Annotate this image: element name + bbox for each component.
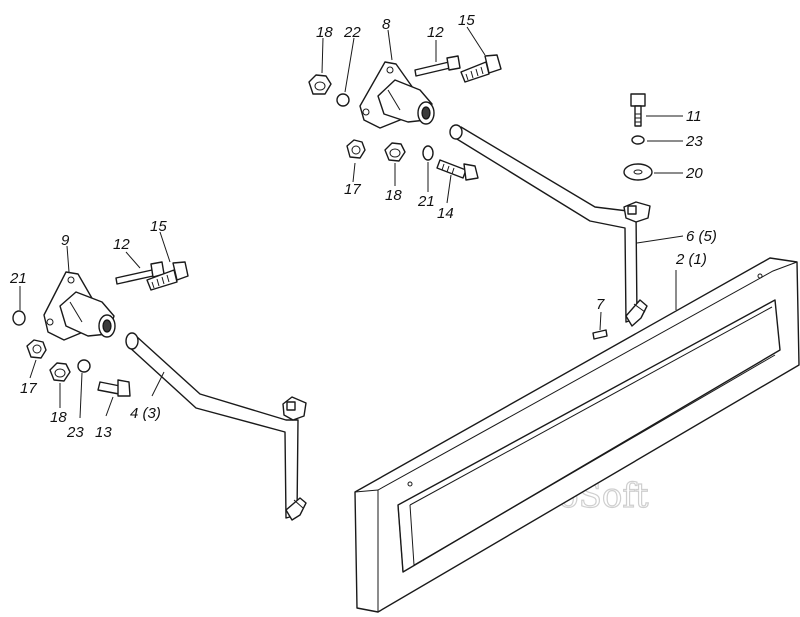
- label-part-18-top: 18: [316, 24, 333, 41]
- label-part-20: 20: [685, 165, 703, 182]
- label-part-6: 6 (5): [686, 228, 717, 245]
- bracket-part-9: [43, 271, 116, 341]
- washer-part-23-right: [631, 135, 645, 145]
- label-part-22: 22: [343, 24, 361, 41]
- frame-panel-part-2: [354, 257, 800, 613]
- bolt-part-11: [630, 93, 646, 127]
- bracket-part-8: [359, 61, 435, 129]
- label-part-21-left: 21: [9, 270, 27, 287]
- label-part-12-left: 12: [113, 236, 130, 253]
- leader-lines: [19, 26, 684, 419]
- label-part-8: 8: [382, 16, 391, 33]
- label-part-12-top: 12: [427, 24, 444, 41]
- washer-part-21-top: [422, 145, 434, 161]
- bolt-part-12-top: [414, 55, 461, 77]
- label-part-11: 11: [686, 108, 702, 125]
- nut-part-17-left: [26, 339, 47, 359]
- washer-part-20: [623, 163, 653, 181]
- bolt-part-12-left: [115, 261, 165, 285]
- label-part-15-left: 15: [150, 218, 167, 235]
- bolt-part-15-left: [146, 261, 189, 291]
- plate-part-7: [592, 329, 608, 340]
- bracket-tube-part-6: [449, 124, 651, 327]
- label-part-15-top: 15: [458, 12, 475, 29]
- label-part-13: 13: [95, 424, 112, 441]
- nut-part-17-top: [346, 139, 366, 159]
- label-part-17-left: 17: [20, 380, 37, 397]
- bracket-tube-part-4: [125, 332, 307, 521]
- washer-part-22: [336, 93, 350, 107]
- label-part-17-top: 17: [344, 181, 361, 198]
- bolt-part-14: [436, 159, 479, 181]
- label-part-4: 4 (3): [130, 405, 161, 422]
- washer-part-21-left: [12, 310, 26, 326]
- label-part-9: 9: [61, 232, 70, 249]
- washer-part-23-left: [77, 359, 91, 373]
- nut-part-18-left: [49, 362, 71, 382]
- label-part-21-top: 21: [417, 193, 435, 210]
- label-part-18-mid: 18: [385, 187, 402, 204]
- bolt-part-13: [97, 379, 131, 397]
- label-part-23-right: 23: [685, 133, 703, 150]
- label-part-23-left: 23: [66, 424, 84, 441]
- label-part-14: 14: [437, 205, 454, 222]
- bolt-part-15-top: [460, 54, 502, 83]
- label-part-2: 2 (1): [675, 251, 707, 268]
- label-part-7: 7: [596, 296, 605, 313]
- label-part-18-left: 18: [50, 409, 67, 426]
- nut-part-18-top: [308, 74, 332, 95]
- nut-part-18-mid: [384, 142, 406, 162]
